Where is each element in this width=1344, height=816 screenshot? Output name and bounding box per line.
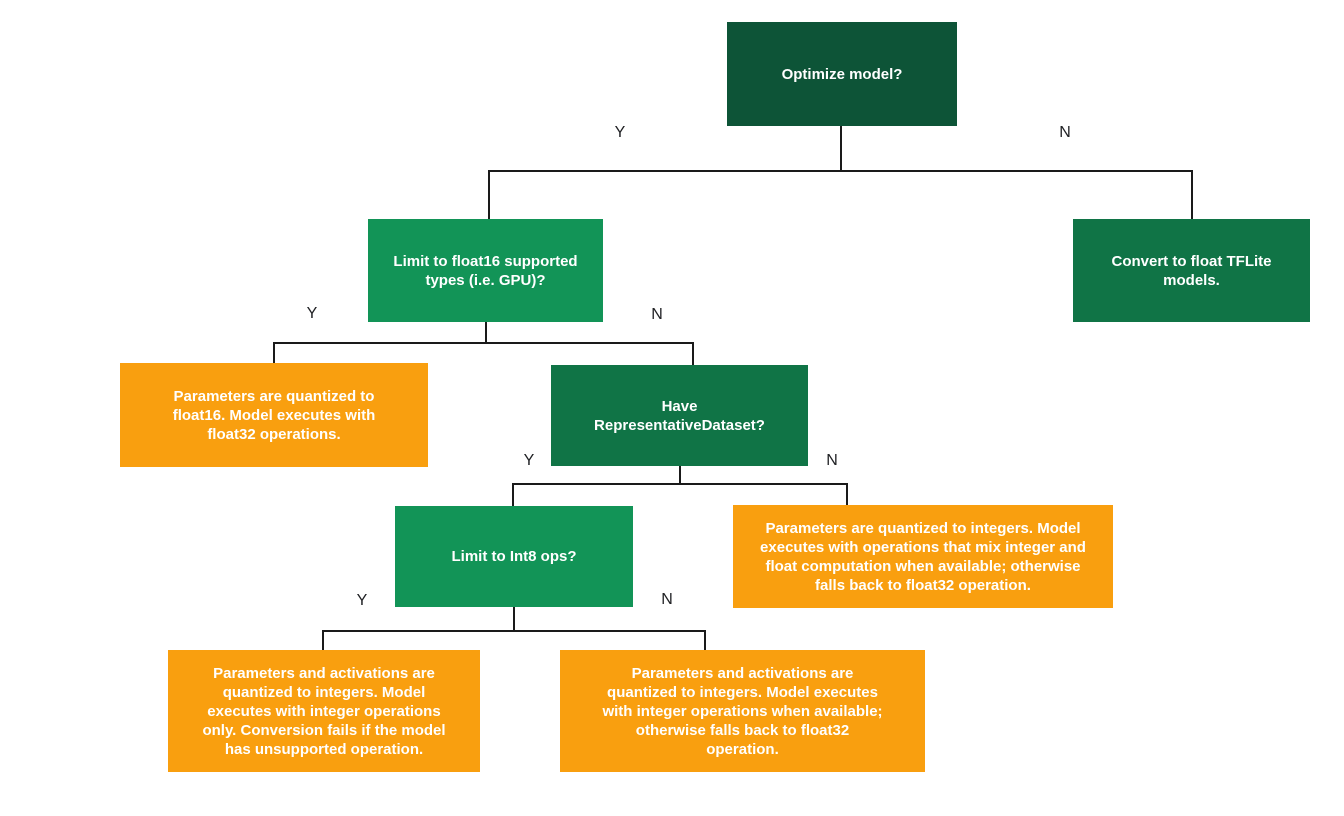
connector-optimize-rail bbox=[488, 170, 1193, 172]
edge-label-float16-yes: Y bbox=[306, 305, 318, 322]
node-convert-float-tflite: Convert to float TFLite models. bbox=[1073, 219, 1310, 322]
edge-label-repdataset-yes: Y bbox=[523, 452, 535, 469]
edge-label-optimize-yes: Y bbox=[614, 124, 626, 141]
node-outcome-integer-with-fallback: Parameters and activations are quantized… bbox=[560, 650, 925, 772]
connector-optimize-yes-drop bbox=[488, 170, 490, 219]
connector-float16-yes-drop bbox=[273, 342, 275, 363]
node-limit-float16: Limit to float16 supported types (i.e. G… bbox=[368, 219, 603, 322]
node-have-representative-dataset: Have RepresentativeDataset? bbox=[551, 365, 808, 466]
edge-label-int8-no: N bbox=[661, 591, 673, 608]
connector-optimize-stem bbox=[840, 126, 842, 172]
node-outcome-mixed-quantization: Parameters are quantized to integers. Mo… bbox=[733, 505, 1113, 608]
connector-int8-no-drop bbox=[704, 630, 706, 650]
connector-int8-rail bbox=[322, 630, 706, 632]
connector-float16-stem bbox=[485, 322, 487, 344]
edge-label-repdataset-no: N bbox=[826, 452, 838, 469]
connector-int8-yes-drop bbox=[322, 630, 324, 650]
node-outcome-float16-quantization: Parameters are quantized to float16. Mod… bbox=[120, 363, 428, 467]
connector-repdataset-yes-drop bbox=[512, 483, 514, 506]
node-outcome-full-integer-quantization: Parameters and activations are quantized… bbox=[168, 650, 480, 772]
edge-label-optimize-no: N bbox=[1059, 124, 1071, 141]
connector-repdataset-rail bbox=[512, 483, 848, 485]
connector-int8-stem bbox=[513, 607, 515, 632]
connector-repdataset-no-drop bbox=[846, 483, 848, 505]
connector-optimize-no-drop bbox=[1191, 170, 1193, 219]
edge-label-float16-no: N bbox=[651, 306, 663, 323]
edge-label-int8-yes: Y bbox=[356, 592, 368, 609]
node-limit-int8-ops: Limit to Int8 ops? bbox=[395, 506, 633, 607]
connector-float16-rail bbox=[273, 342, 694, 344]
connector-repdataset-stem bbox=[679, 466, 681, 485]
connector-float16-no-drop bbox=[692, 342, 694, 365]
node-optimize-model: Optimize model? bbox=[727, 22, 957, 126]
